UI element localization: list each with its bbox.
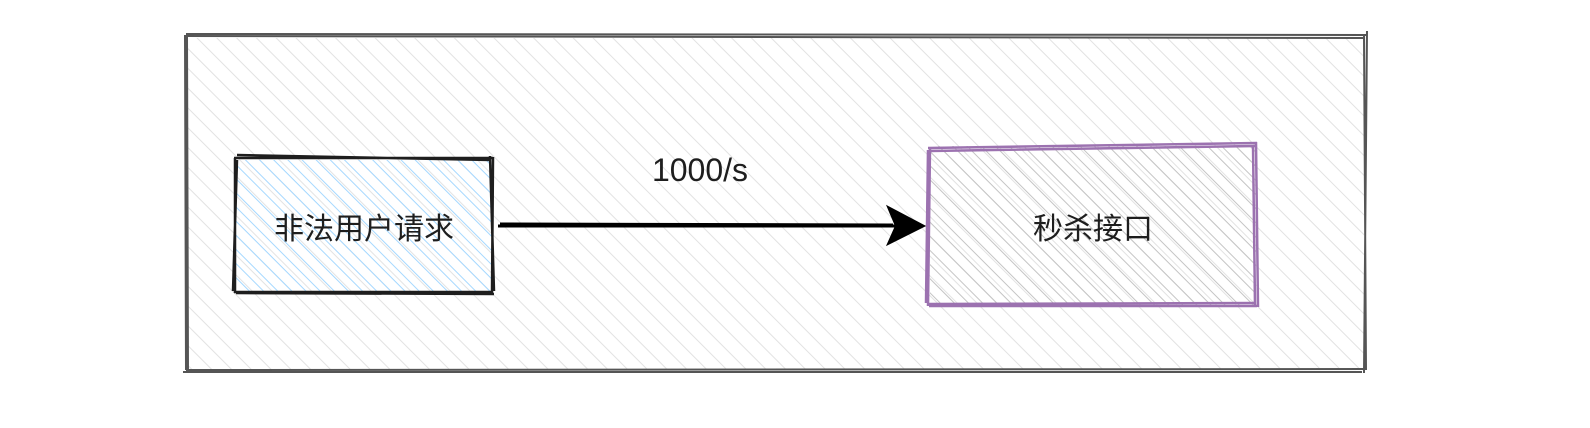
- arrowhead-icon: [885, 204, 927, 247]
- request-arrow: [498, 204, 927, 247]
- illegal-request-node: [231, 153, 496, 296]
- illegal-request-label: 非法用户请求: [274, 212, 454, 247]
- request-rate-label: 1000/s: [651, 151, 749, 188]
- seckill-api-label: 秒杀接口: [1033, 212, 1153, 247]
- seckill-api-node: [924, 141, 1260, 308]
